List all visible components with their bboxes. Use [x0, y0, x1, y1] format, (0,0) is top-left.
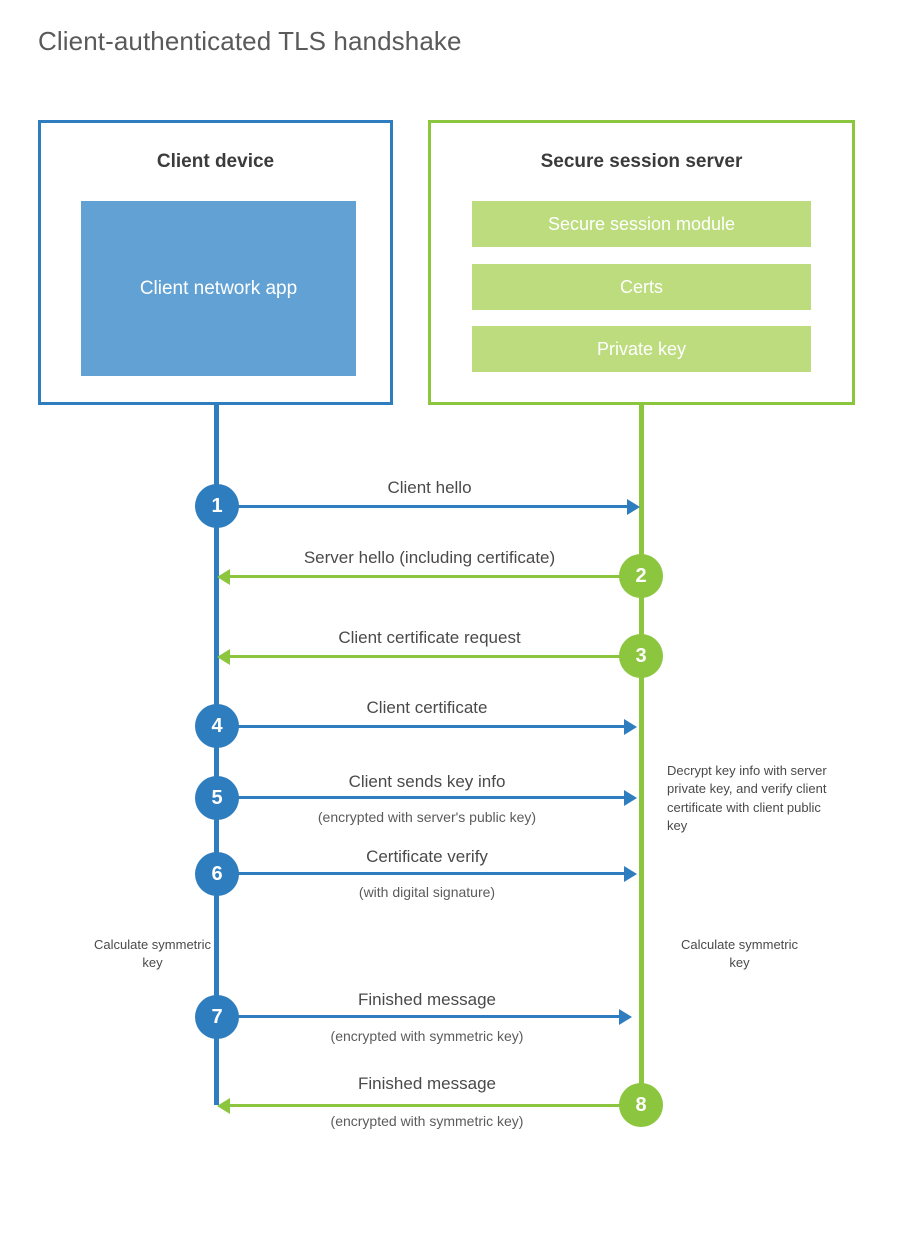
step-1-label: Client hello — [387, 478, 472, 497]
client-device-box: Client device Client network app — [38, 120, 393, 405]
step-1-circle[interactable]: 1 — [195, 484, 239, 528]
step-5-sublabel: (encrypted with server's public key) — [317, 809, 537, 825]
step-5-arrow-line — [217, 796, 627, 799]
client-device-title: Client device — [156, 151, 275, 172]
step-4-arrow-head — [624, 719, 637, 735]
step-4-circle[interactable]: 4 — [195, 704, 239, 748]
client-network-app-block: Client network app — [81, 201, 356, 376]
step-2-arrow-line — [230, 575, 642, 578]
step-6-sublabel: (with digital signature) — [358, 884, 496, 900]
server-component-secure-session-module: Secure session module — [472, 201, 811, 247]
step-4-arrow-line — [217, 725, 627, 728]
step-4-label: Client certificate — [366, 698, 488, 717]
step-2-arrow-head — [217, 569, 230, 585]
client-lifeline — [214, 405, 219, 1105]
server-component-private-key: Private key — [472, 326, 811, 372]
server-calculate-symmetric-key-note: Calculate symmetric key — [680, 937, 799, 971]
step-8-arrow-line — [230, 1104, 622, 1107]
step-7-arrow-head — [619, 1009, 632, 1025]
step-3-circle[interactable]: 3 — [619, 634, 663, 678]
secure-session-server-title: Secure session server — [540, 151, 743, 172]
step-7-arrow-line — [217, 1015, 622, 1018]
step-8-sublabel: (encrypted with symmetric key) — [330, 1113, 524, 1129]
step-3-label: Client certificate request — [338, 628, 521, 647]
step-5-label: Client sends key info — [348, 772, 506, 791]
step-1-arrow-line — [217, 505, 630, 508]
secure-session-server-box: Secure session server Secure session mod… — [428, 120, 855, 405]
step-6-label: Certificate verify — [366, 847, 488, 866]
server-lifeline — [639, 405, 644, 1105]
server-decrypt-note: Decrypt key info with server private key… — [667, 763, 827, 834]
step-5-arrow-head — [624, 790, 637, 806]
server-component-certs: Certs — [472, 264, 811, 310]
step-3-arrow-line — [230, 655, 642, 658]
step-2-label: Server hello (including certificate) — [303, 548, 556, 567]
step-2-circle[interactable]: 2 — [619, 554, 663, 598]
step-1-arrow-head — [627, 499, 640, 515]
step-3-arrow-head — [217, 649, 230, 665]
step-6-circle[interactable]: 6 — [195, 852, 239, 896]
step-7-label: Finished message — [358, 990, 496, 1009]
step-5-circle[interactable]: 5 — [195, 776, 239, 820]
step-8-circle[interactable]: 8 — [619, 1083, 663, 1127]
client-calculate-symmetric-key-note: Calculate symmetric key — [93, 937, 212, 971]
step-8-label: Finished message — [358, 1074, 496, 1093]
step-6-arrow-head — [624, 866, 637, 882]
step-8-arrow-head — [217, 1098, 230, 1114]
step-6-arrow-line — [217, 872, 627, 875]
step-7-circle[interactable]: 7 — [195, 995, 239, 1039]
page-title: Client-authenticated TLS handshake — [38, 26, 462, 56]
step-7-sublabel: (encrypted with symmetric key) — [330, 1028, 524, 1044]
